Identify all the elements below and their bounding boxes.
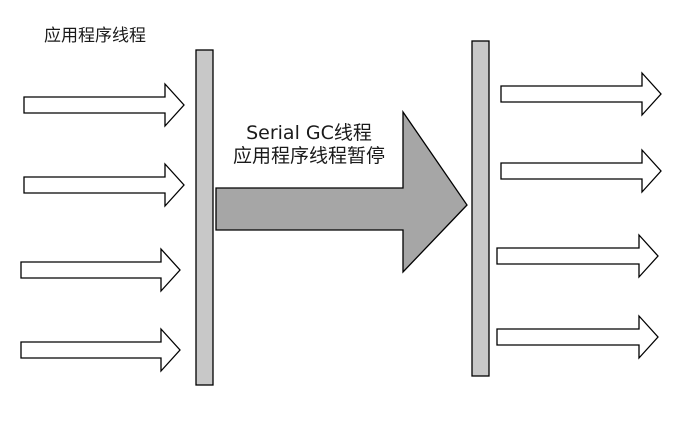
thread-arrow-left-2 (23, 162, 185, 208)
thread-arrow-right-4 (496, 314, 659, 360)
gc-arrow (215, 109, 468, 274)
safepoint-bar-left (195, 49, 214, 386)
thread-arrow-left-4 (20, 327, 181, 373)
safepoint-bar-right (471, 40, 490, 377)
app-pause-label: 应用程序线程暂停 (232, 144, 385, 167)
gc-label-group: Serial GC线程 应用程序线程暂停 (214, 122, 404, 168)
app-threads-label: 应用程序线程 (44, 26, 146, 46)
thread-arrow-right-3 (496, 233, 659, 279)
thread-arrow-left-1 (23, 82, 185, 128)
thread-arrow-left-3 (20, 247, 181, 293)
thread-arrow-right-2 (500, 148, 662, 194)
gc-thread-label: Serial GC线程 (246, 122, 372, 144)
thread-arrow-right-1 (500, 71, 662, 117)
